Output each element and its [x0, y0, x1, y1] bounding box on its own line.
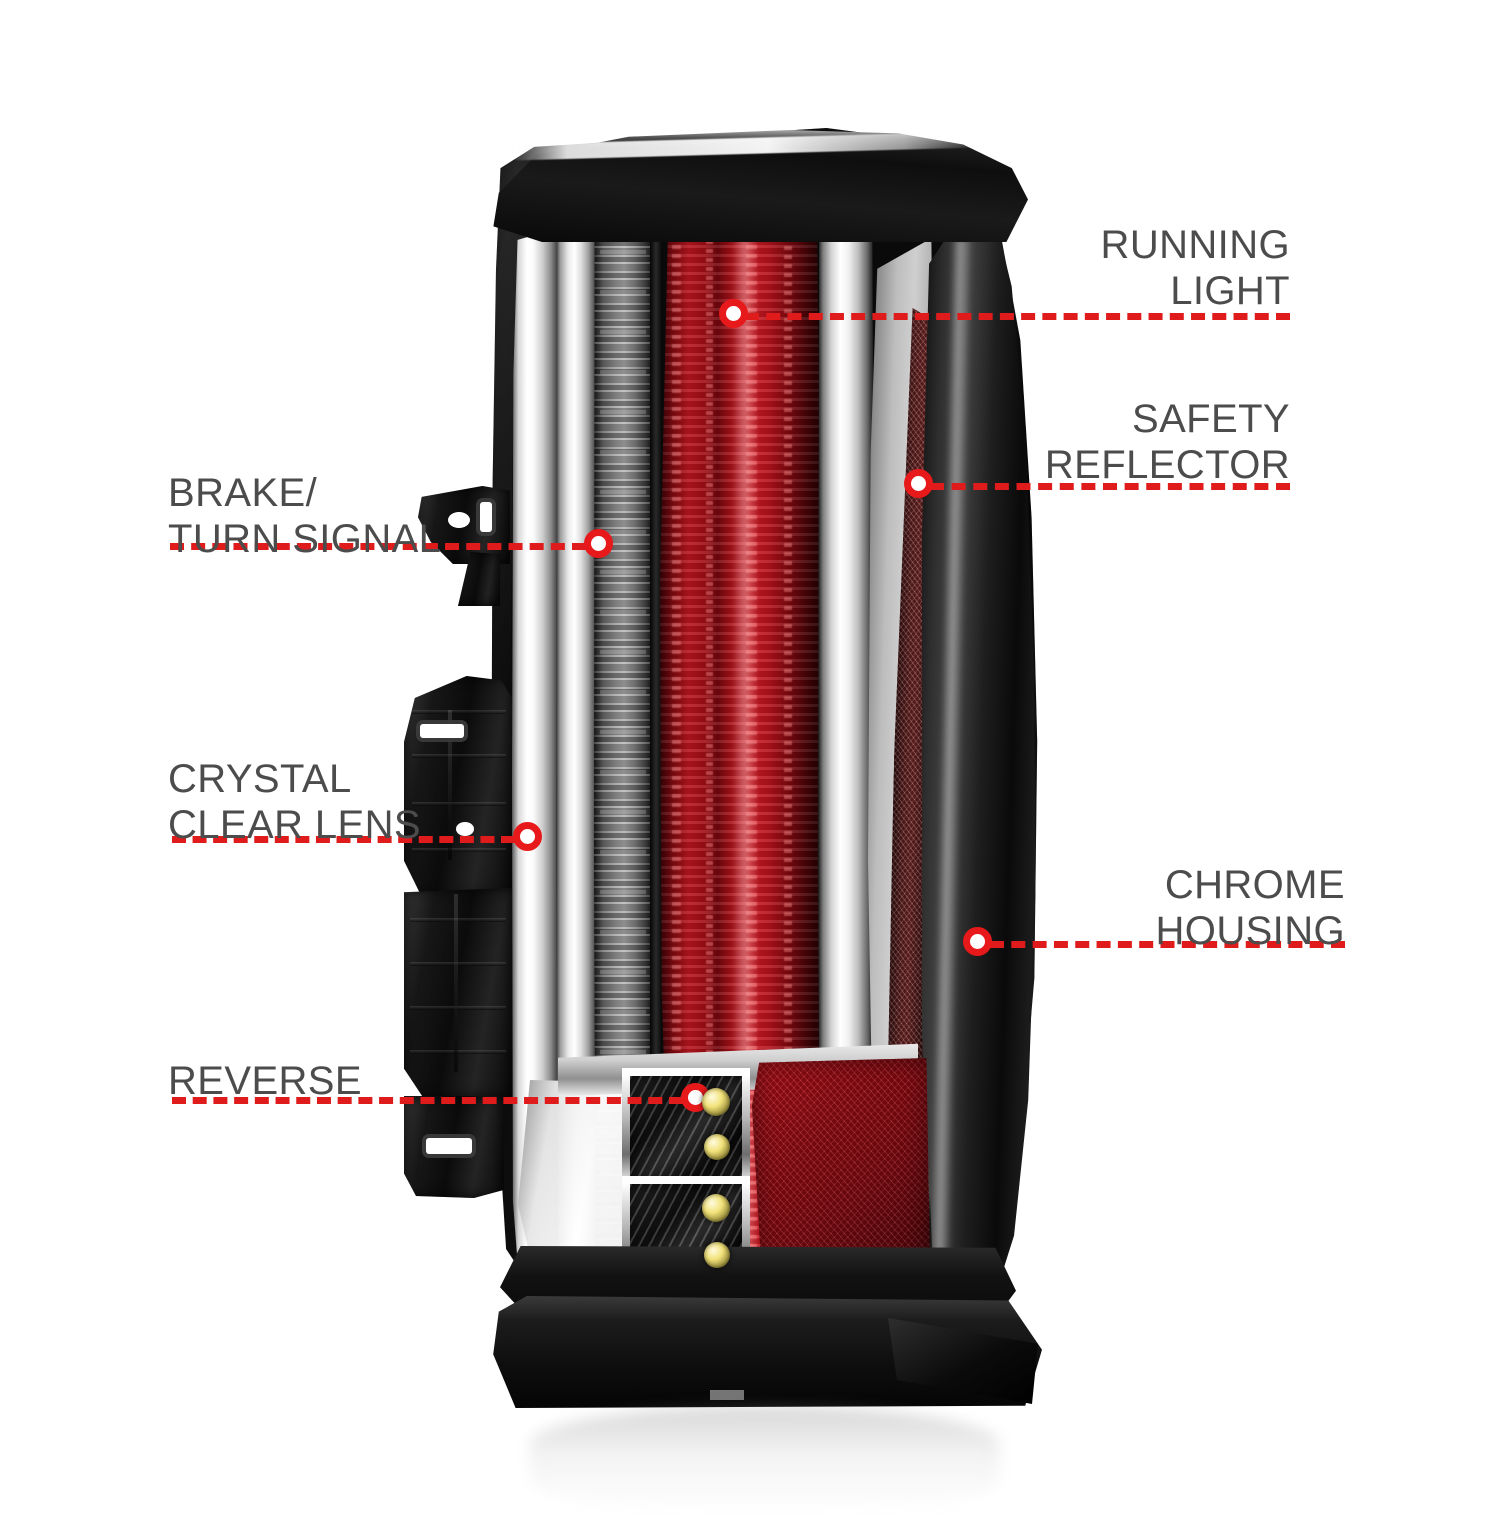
callout-label-reverse: REVERSE	[168, 1059, 362, 1103]
callout-label-chrome-housing: CHROME HOUSING	[1155, 863, 1345, 953]
leader-line-chrome-housing	[990, 941, 1345, 948]
mounting-bracket-foot	[404, 1096, 504, 1198]
callout-label-brake-turn-signal: BRAKE/ TURN SIGNAL	[168, 471, 442, 561]
marker-running-light[interactable]	[719, 299, 748, 328]
marker-safety-reflector[interactable]	[904, 469, 933, 498]
leader-line-brake-turn-signal	[170, 543, 586, 550]
mounting-bracket-main	[404, 676, 512, 896]
marker-chrome-housing[interactable]	[963, 927, 992, 956]
surface-reflection	[530, 1406, 1000, 1516]
callout-label-safety-reflector: SAFETY REFLECTOR	[1044, 397, 1290, 487]
leader-line-crystal-clear-lens	[172, 836, 515, 843]
marker-crystal-clear-lens[interactable]	[513, 822, 542, 851]
lens-divider	[650, 222, 662, 1286]
mounting-bracket-lower	[404, 888, 512, 1098]
leader-line-reverse	[172, 1097, 683, 1104]
callout-label-running-light: RUNNING LIGHT	[1100, 223, 1290, 313]
callout-label-crystal-clear-lens: CRYSTAL CLEAR LENS	[168, 757, 421, 847]
marker-brake-turn-signal[interactable]	[584, 529, 613, 558]
pedestal-tab	[710, 1390, 744, 1400]
leader-line-running-light	[745, 313, 1290, 320]
clear-lens-highlight	[526, 240, 536, 1260]
leader-line-safety-reflector	[930, 483, 1290, 490]
product-image-tail-light	[470, 120, 1050, 1516]
